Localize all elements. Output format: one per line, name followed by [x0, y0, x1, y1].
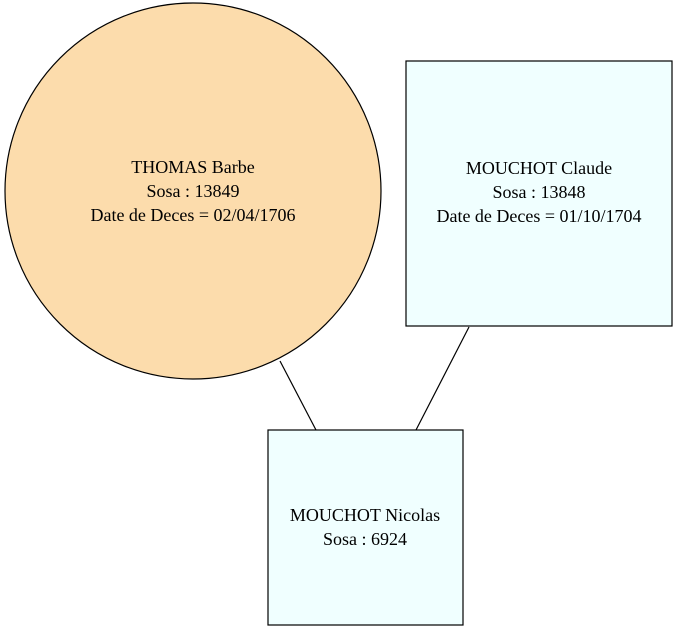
node-shape-box [267, 429, 464, 626]
person-name: MOUCHOT Nicolas [290, 505, 440, 525]
person-node-mouchot-nicolas[interactable]: MOUCHOT Nicolas Sosa : 6924 [267, 429, 464, 626]
person-node-thomas-barbe[interactable]: THOMAS Barbe Sosa : 13849 Date de Deces … [4, 2, 382, 380]
edge-mouchot-claude-to-mouchot-nicolas [415, 326, 470, 431]
person-name: THOMAS Barbe [131, 157, 255, 177]
person-death-date: Date de Deces = 01/10/1704 [436, 206, 641, 226]
person-node-mouchot-claude[interactable]: MOUCHOT Claude Sosa : 13848 Date de Dece… [405, 60, 673, 327]
person-death-date: Date de Deces = 02/04/1706 [90, 205, 295, 225]
person-sosa: Sosa : 13849 [146, 181, 239, 201]
person-name: MOUCHOT Claude [466, 158, 612, 178]
node-shape-circle [4, 2, 382, 380]
edge-thomas-barbe-to-mouchot-nicolas [279, 360, 317, 431]
node-shape-box [405, 60, 673, 327]
person-sosa: Sosa : 6924 [323, 529, 407, 549]
person-sosa: Sosa : 13848 [492, 182, 585, 202]
